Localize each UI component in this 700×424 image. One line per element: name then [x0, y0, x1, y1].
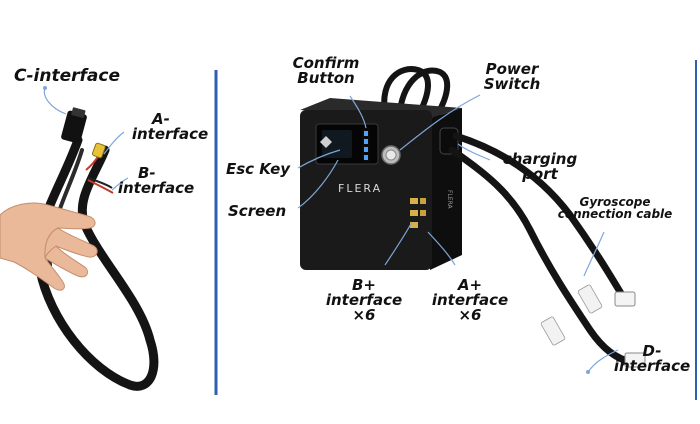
- power-switch-label: Power Switch: [483, 60, 541, 93]
- left-leader-lines: [43, 87, 129, 191]
- c-interface-label: C-interface: [14, 66, 120, 86]
- confirm-button-label: Confirm Button: [292, 54, 360, 87]
- cable-tag-2: [540, 316, 566, 346]
- b-plus-interface-label: B+ interface ×6: [325, 276, 403, 324]
- a-interface-label: A- interface: [131, 110, 209, 143]
- device-brand-text: FLERA: [338, 182, 382, 195]
- cable-tag-1: [577, 284, 603, 314]
- d-interface-connector-1: [614, 291, 636, 307]
- a-plus-interface-label: A+ interface ×6: [431, 276, 509, 324]
- top-cable-loop-1: [381, 66, 431, 114]
- charging-port-label: charging port: [502, 150, 578, 183]
- a-interface-connector: [91, 142, 106, 159]
- b-interface-label: B- interface: [117, 164, 195, 197]
- right-leader-lines: [297, 94, 619, 373]
- top-cable-loop-2: [397, 67, 451, 120]
- hand-with-cable: [0, 107, 159, 391]
- d-interface-label: D- interface: [613, 342, 691, 375]
- gyroscope-cable-2: [452, 132, 629, 304]
- d-interface-connector-2: [624, 352, 646, 368]
- hand: [0, 202, 98, 291]
- gyroscope-cable-1: [448, 146, 636, 366]
- device-side-mark: FLERA: [446, 190, 453, 210]
- esc-key-label: Esc Key: [226, 160, 291, 178]
- flera-device: FLERA FLERA: [300, 66, 646, 368]
- side-pin-headers: [410, 198, 426, 228]
- gyroscope-cable-label: Gyroscope connection cable: [557, 195, 673, 221]
- screen-label: Screen: [228, 202, 287, 220]
- c-interface-connector: [61, 110, 87, 144]
